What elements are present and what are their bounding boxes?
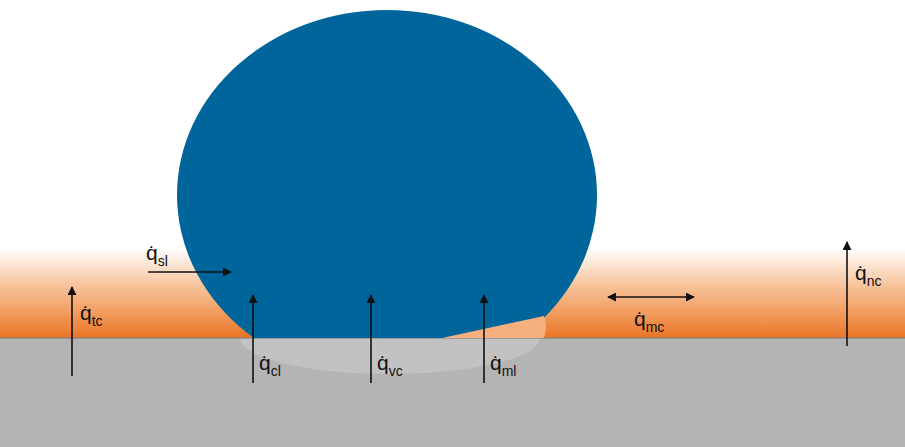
heat-flux-arrow	[370, 295, 372, 383]
subscript: mc	[646, 319, 665, 335]
symbol: q̇	[855, 261, 867, 284]
heat-flux-arrow	[148, 271, 231, 273]
subscript: vc	[389, 363, 403, 379]
microlayer	[442, 316, 546, 338]
heat-flux-arrow	[252, 295, 254, 383]
symbol: q̇	[80, 301, 92, 324]
heat-flux-arrow	[71, 287, 73, 376]
heat-flux-label: q̇vc	[377, 352, 403, 373]
heat-flux-label: q̇ml	[490, 352, 516, 373]
subscript: cl	[271, 363, 281, 379]
subscript: ml	[502, 363, 517, 379]
symbol: q̇	[634, 307, 646, 330]
heat-flux-arrow	[483, 295, 485, 383]
heat-flux-label: q̇nc	[855, 262, 881, 283]
symbol: q̇	[490, 351, 502, 374]
symbol: q̇	[146, 241, 158, 264]
heat-flux-label: q̇cl	[259, 352, 281, 373]
subscript: tc	[92, 313, 103, 329]
heat-flux-arrow	[608, 296, 694, 298]
symbol: q̇	[259, 351, 271, 374]
heat-flux-label: q̇mc	[634, 308, 664, 329]
heat-flux-label: q̇sl	[146, 242, 168, 263]
droplet	[177, 10, 597, 338]
symbol: q̇	[377, 351, 389, 374]
subscript: nc	[867, 273, 882, 289]
heat-flux-label: q̇tc	[80, 302, 103, 323]
heat-flux-arrow	[846, 242, 848, 346]
subscript: sl	[158, 253, 168, 269]
